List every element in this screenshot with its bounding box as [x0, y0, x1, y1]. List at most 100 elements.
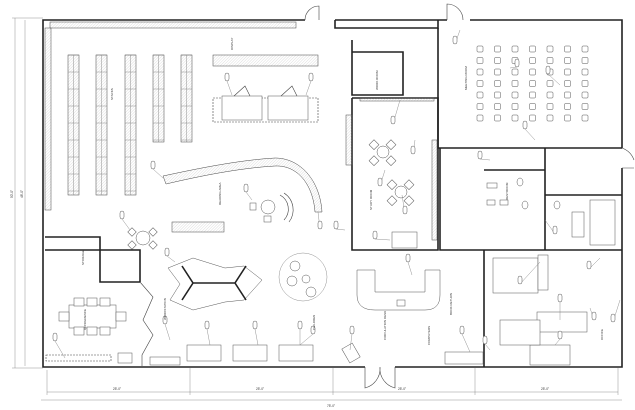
- equipment-tag: [482, 335, 491, 351]
- entry-door: [364, 366, 396, 389]
- chair: [476, 45, 484, 53]
- chair: [511, 45, 519, 53]
- book-stack: [124, 54, 137, 196]
- chair: [476, 114, 484, 122]
- dim-bay-1: 25'-0": [113, 387, 121, 391]
- label-conference: CONFERENCE: [83, 309, 87, 330]
- chair: [529, 80, 536, 87]
- equipment-tag: [452, 29, 461, 45]
- chair: [494, 80, 501, 87]
- office-furniture: [492, 199, 616, 366]
- book-stack: [67, 54, 80, 196]
- chair: [546, 114, 554, 122]
- equipment-tag: [204, 320, 211, 346]
- equipment-tags: [52, 29, 621, 359]
- study-tables: [368, 139, 418, 249]
- chair: [529, 68, 536, 76]
- dimension-lines: 25'-0" 25'-0" 25'-0" 25'-0" 75'-0" 50'-0…: [10, 17, 622, 408]
- label-office: OFFICE: [600, 329, 604, 340]
- chair: [546, 57, 554, 64]
- equipment-tag: [333, 220, 346, 231]
- display-kiosk: [212, 85, 319, 123]
- chair: [546, 80, 554, 87]
- dim-left-inner: 48'-0": [20, 190, 24, 198]
- equipment-tag: [554, 330, 563, 346]
- dim-overall: 75'-0": [327, 404, 335, 408]
- exterior-doors: [304, 3, 635, 389]
- equipment-tag: [390, 99, 401, 125]
- chair: [546, 103, 554, 110]
- equipment-tag: [243, 183, 253, 201]
- exterior-walls: [42, 19, 623, 368]
- chair: [529, 91, 536, 99]
- chair: [564, 68, 571, 76]
- reading-table-4: [127, 227, 158, 250]
- equipment-tag: [405, 253, 413, 276]
- chair: [564, 91, 571, 99]
- label-computers: COMPUTERS: [427, 326, 431, 345]
- label-reading: READING AREA: [218, 182, 222, 205]
- equipment-tag: [377, 169, 386, 187]
- equipment-tag: [459, 325, 471, 353]
- chair: [529, 57, 536, 64]
- label-stacks: STACKS: [110, 88, 114, 100]
- chair: [476, 68, 484, 76]
- label-study: STUDY ROOM: [369, 189, 373, 210]
- book-stack: [152, 54, 165, 143]
- reading-table-round: [249, 192, 294, 223]
- equipment-tag: [305, 72, 314, 96]
- label-workstation: WORKSTATION: [163, 298, 167, 320]
- label-display: DISPLAY: [230, 38, 234, 50]
- dim-bay-2: 25'-0": [256, 387, 264, 391]
- equipment-tag: [162, 315, 171, 341]
- chair: [476, 80, 484, 87]
- equipment-tag: [544, 219, 558, 235]
- equipment-tag: [517, 261, 541, 285]
- chair: [564, 103, 571, 110]
- chair: [581, 68, 589, 76]
- chair: [581, 80, 589, 87]
- equipment-tag: [557, 293, 563, 320]
- book-stacks: [67, 54, 193, 196]
- equipment-tag: [252, 320, 259, 346]
- equipment-tag: [349, 325, 355, 351]
- interior-walls: [45, 20, 622, 367]
- chair: [511, 80, 519, 87]
- equipment-tag: [589, 307, 597, 321]
- equipment-tag: [410, 139, 416, 155]
- low-shelf: [171, 221, 225, 233]
- label-meeting: MEETING ROOM: [464, 66, 468, 90]
- equipment-tag: [610, 299, 621, 323]
- wall-shelving-left: [44, 27, 52, 211]
- label-children: CHILDREN: [312, 315, 316, 330]
- book-stack: [95, 54, 108, 196]
- chair: [581, 57, 589, 64]
- conference-table: [45, 281, 154, 366]
- equipment-tag: [164, 247, 176, 263]
- label-book-return: BOOK RETURN: [449, 293, 453, 315]
- chair: [476, 57, 484, 64]
- equipment-tag: [52, 332, 66, 359]
- chair: [476, 103, 484, 110]
- curved-shelving: [162, 157, 323, 213]
- equipment-tag: [299, 325, 316, 346]
- chair: [494, 68, 501, 76]
- display-shelf: [212, 54, 319, 67]
- equipment-tag: [297, 320, 303, 345]
- equipment-tag: [509, 58, 520, 69]
- equipment-tag: [401, 194, 408, 215]
- dim-left-outer: 50'-0": [10, 190, 14, 198]
- restroom-fixtures: [486, 177, 585, 238]
- computer-tables: [149, 344, 314, 366]
- chair: [529, 114, 536, 122]
- chair: [494, 57, 501, 64]
- equipment-tag: [522, 120, 536, 141]
- dim-bay-4: 25'-0": [541, 387, 549, 391]
- equipment-tag: [119, 210, 131, 231]
- chair: [564, 57, 571, 64]
- chair: [581, 45, 589, 53]
- label-storage: STORAGE: [81, 250, 85, 265]
- work-counter: [359, 97, 435, 102]
- chair: [476, 91, 484, 99]
